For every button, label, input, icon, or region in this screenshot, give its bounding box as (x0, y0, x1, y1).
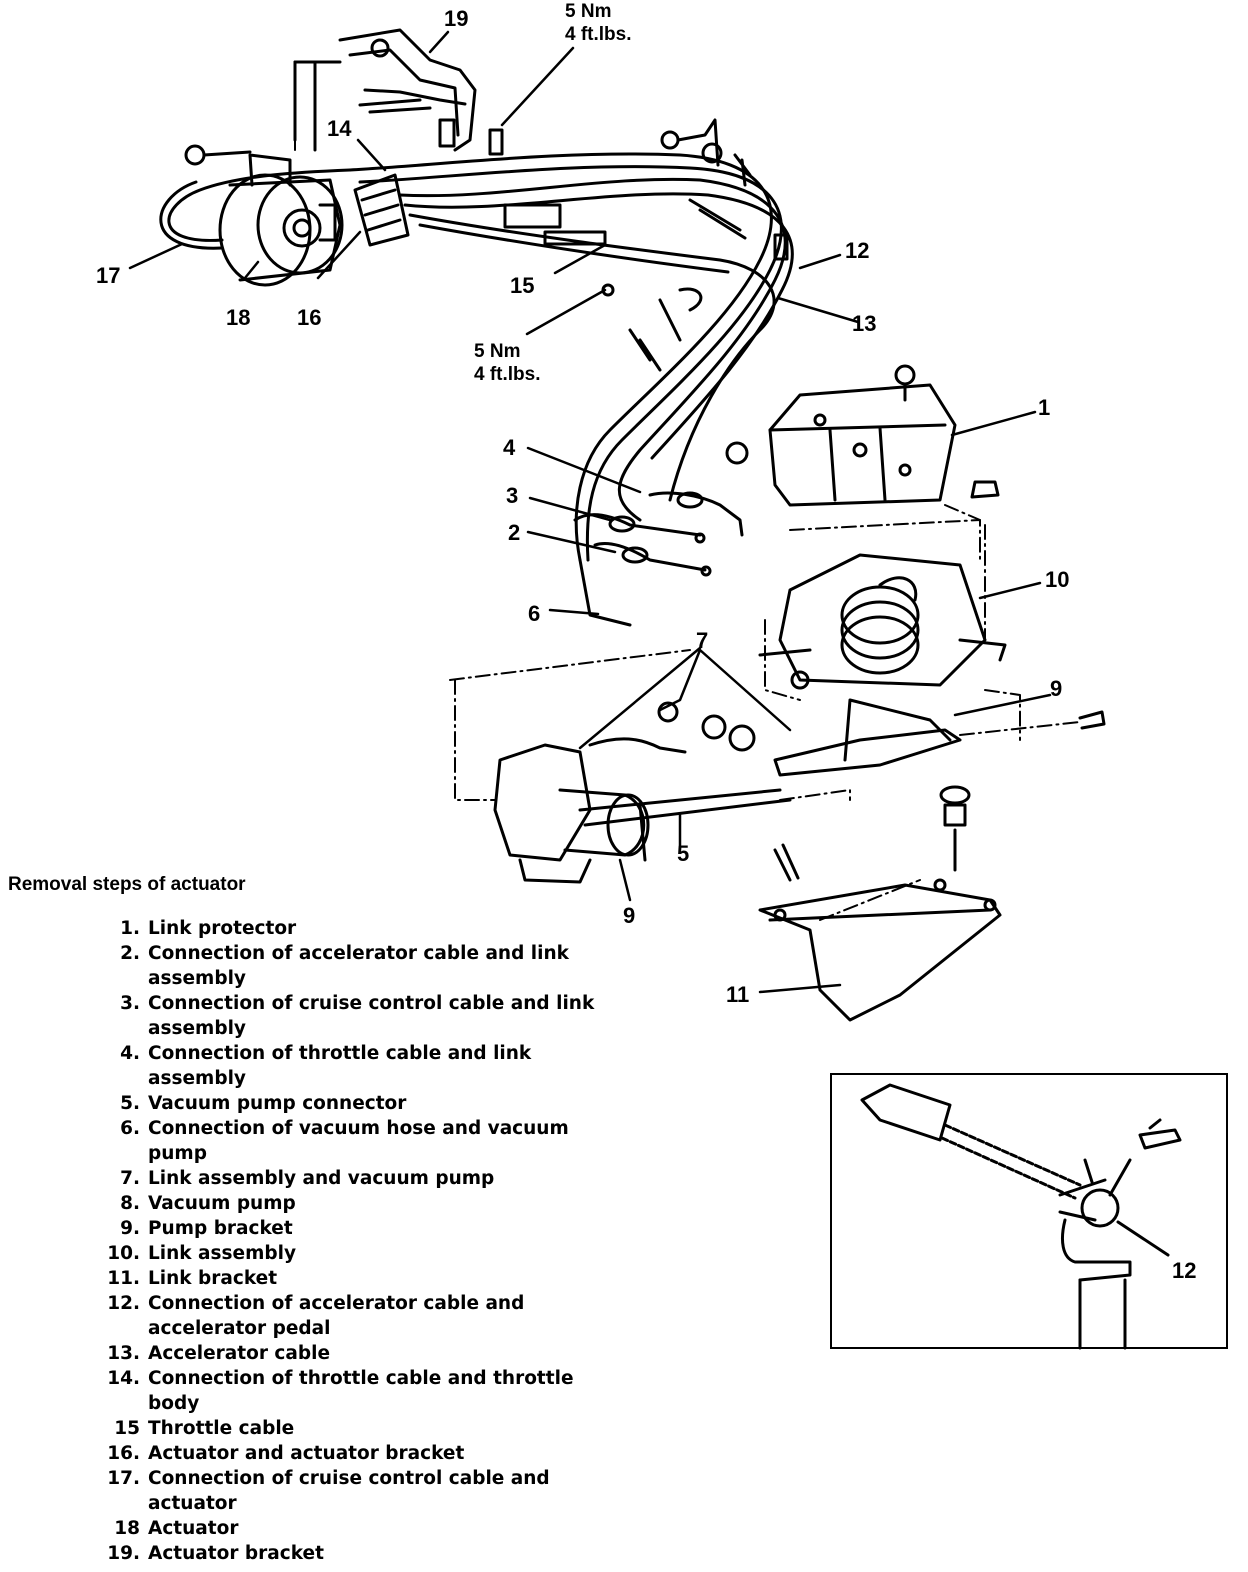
callout-16: 16 (297, 305, 322, 330)
cable-ends-drawing (573, 491, 744, 627)
inset-pedal-drawing (860, 1083, 1182, 1350)
list-item: 14.Connection of throttle cable and thro… (107, 1368, 574, 1414)
callout-17: 17 (96, 263, 121, 288)
alignment-lines (294, 61, 1081, 921)
callout-4: 4 (503, 435, 516, 460)
callout-5: 5 (677, 841, 690, 866)
torque-imperial: 4 ft.lbs. (565, 24, 632, 45)
list-item: 12.Connection of accelerator cable and a… (107, 1293, 525, 1339)
list-item: 17.Connection of cruise control cable an… (107, 1468, 550, 1514)
cruise-cable-loop-drawing (159, 168, 352, 250)
callout-13: 13 (852, 311, 877, 336)
leader-lines (128, 30, 1052, 994)
torque-spec-top: 5 Nm 4 ft.lbs. (565, 0, 632, 46)
callout-14: 14 (327, 116, 352, 141)
link-assembly-drawing (758, 553, 1007, 690)
torque-value: 5 Nm (474, 341, 521, 362)
list-item: 13.Accelerator cable (107, 1343, 330, 1364)
actuator-bracket-piece-drawing (353, 173, 410, 247)
callout-18: 18 (226, 305, 251, 330)
list-item: 6.Connection of vacuum hose and vacuum p… (120, 1118, 569, 1164)
callout-9-left: 9 (623, 903, 636, 928)
link-bracket-drawing (758, 785, 1002, 1022)
list-item: 19.Actuator bracket (107, 1543, 324, 1564)
list-item: 8.Vacuum pump (120, 1193, 296, 1214)
callout-3: 3 (506, 483, 519, 508)
callout-12: 12 (845, 238, 870, 263)
callout-1: 1 (1038, 395, 1051, 420)
list-item: 2.Connection of accelerator cable and li… (120, 943, 569, 989)
torque-spec-middle: 5 Nm 4 ft.lbs. (474, 340, 541, 386)
list-item: 16.Actuator and actuator bracket (107, 1443, 465, 1464)
list-item: 1.Link protector (120, 918, 297, 939)
callout-15: 15 (510, 273, 535, 298)
callout-12-inset: 12 (1172, 1258, 1197, 1283)
callout-11: 11 (726, 982, 750, 1007)
actuator-bracket-drawing (293, 28, 477, 152)
link-protector-drawing (725, 364, 1000, 507)
list-item: 10.Link assembly (107, 1243, 297, 1264)
list-item: 9.Pump bracket (120, 1218, 293, 1239)
actuator-drawing (184, 144, 344, 287)
callout-9-right: 9 (1050, 676, 1063, 701)
callout-19: 19 (444, 6, 469, 31)
cable-bundle-drawing (348, 152, 794, 562)
list-item: 7.Link assembly and vacuum pump (120, 1168, 495, 1189)
list-item: 11.Link bracket (107, 1268, 278, 1289)
callout-6: 6 (528, 601, 541, 626)
callout-10: 10 (1045, 567, 1070, 592)
inset-frame (830, 1073, 1228, 1349)
hardware-drawing (488, 118, 752, 187)
list-item: 4.Connection of throttle cable and link … (120, 1043, 532, 1089)
callout-7: 7 (696, 628, 709, 653)
torque-value: 5 Nm (565, 1, 612, 22)
pump-bracket-drawing (657, 698, 1106, 777)
removal-steps-list: 1.Link protector 2.Connection of acceler… (92, 916, 612, 1566)
vacuum-pump-drawing (493, 737, 792, 884)
list-item: 3.Connection of cruise control cable and… (120, 993, 595, 1039)
steps-title: Removal steps of actuator (8, 874, 246, 895)
list-item: 5.Vacuum pump connector (120, 1093, 407, 1114)
callout-2: 2 (508, 520, 521, 545)
torque-imperial: 4 ft.lbs. (474, 364, 541, 385)
